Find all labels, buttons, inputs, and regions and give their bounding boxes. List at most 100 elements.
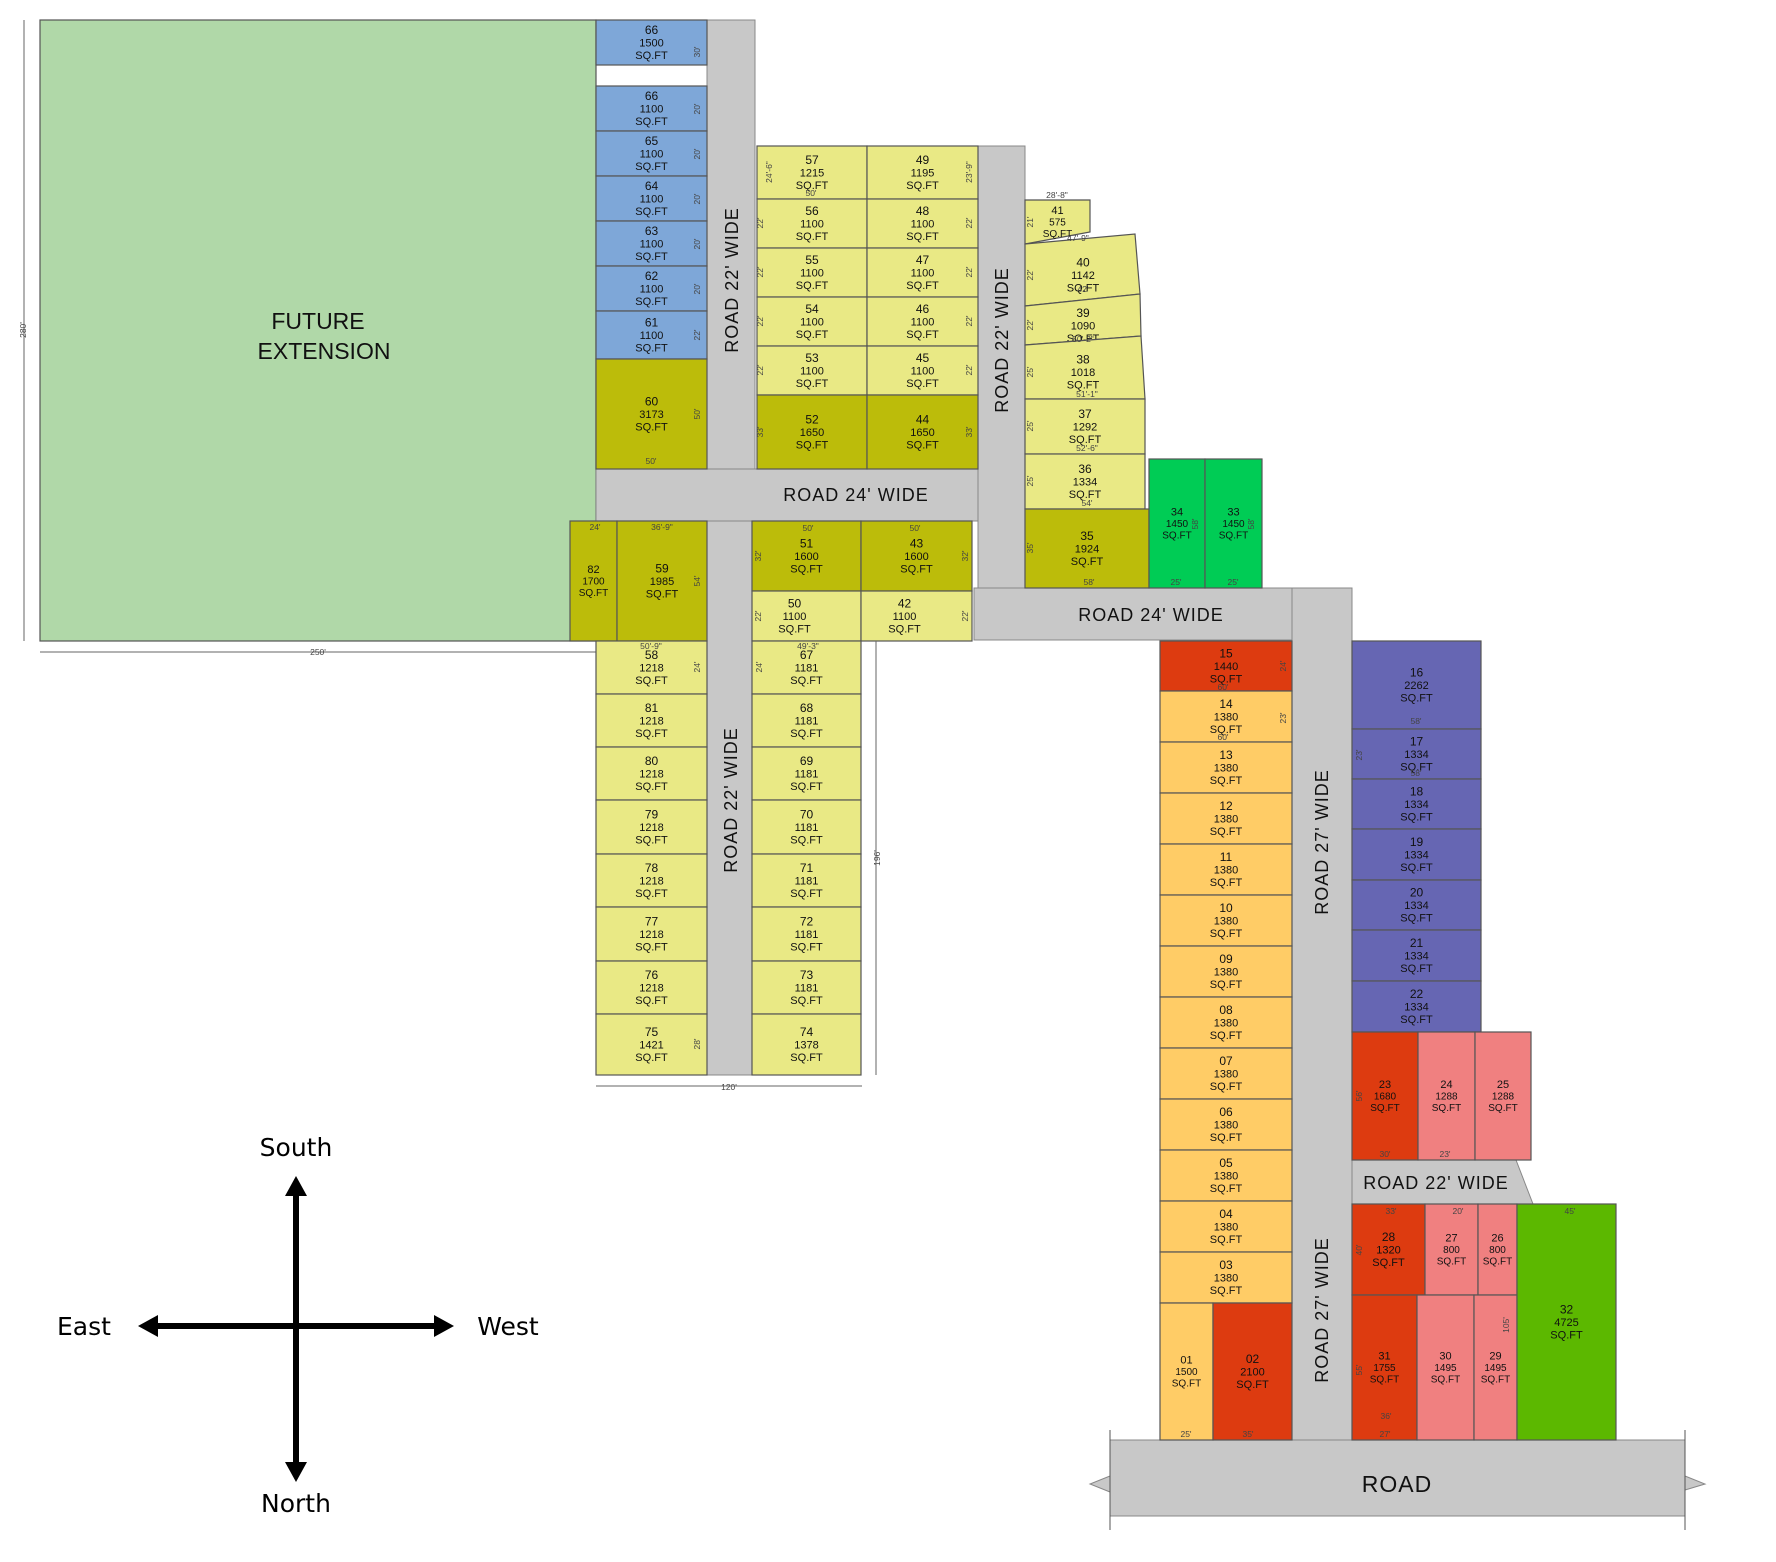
plot-area: 1334 xyxy=(1073,476,1097,488)
dimension-label: 50' xyxy=(692,408,702,419)
plot-number: 71 xyxy=(800,861,814,875)
dimension-label: 60' xyxy=(1217,732,1228,742)
plot-unit: SQ.FT xyxy=(906,180,939,192)
plot-number: 33 xyxy=(1227,507,1239,519)
plot-number: 31 xyxy=(1378,1351,1390,1363)
plot-area: 1218 xyxy=(639,768,663,780)
plot-area: 1100 xyxy=(911,267,935,279)
dimension-label: 25' xyxy=(1227,577,1238,587)
plot-number: 39 xyxy=(1076,306,1090,320)
plot-number: 74 xyxy=(800,1025,814,1039)
dimension-label: 24'-6" xyxy=(764,161,774,183)
plot-shape xyxy=(1204,458,1263,589)
plot-area: 1100 xyxy=(800,218,824,230)
plot-area: 1100 xyxy=(911,365,935,377)
dimension-label: 36'-9" xyxy=(651,522,673,532)
plot-area: 1218 xyxy=(639,875,663,887)
dimension-label: 51'-1" xyxy=(1076,389,1098,399)
plot-shape xyxy=(751,1013,862,1076)
plot-number: 09 xyxy=(1219,952,1233,966)
